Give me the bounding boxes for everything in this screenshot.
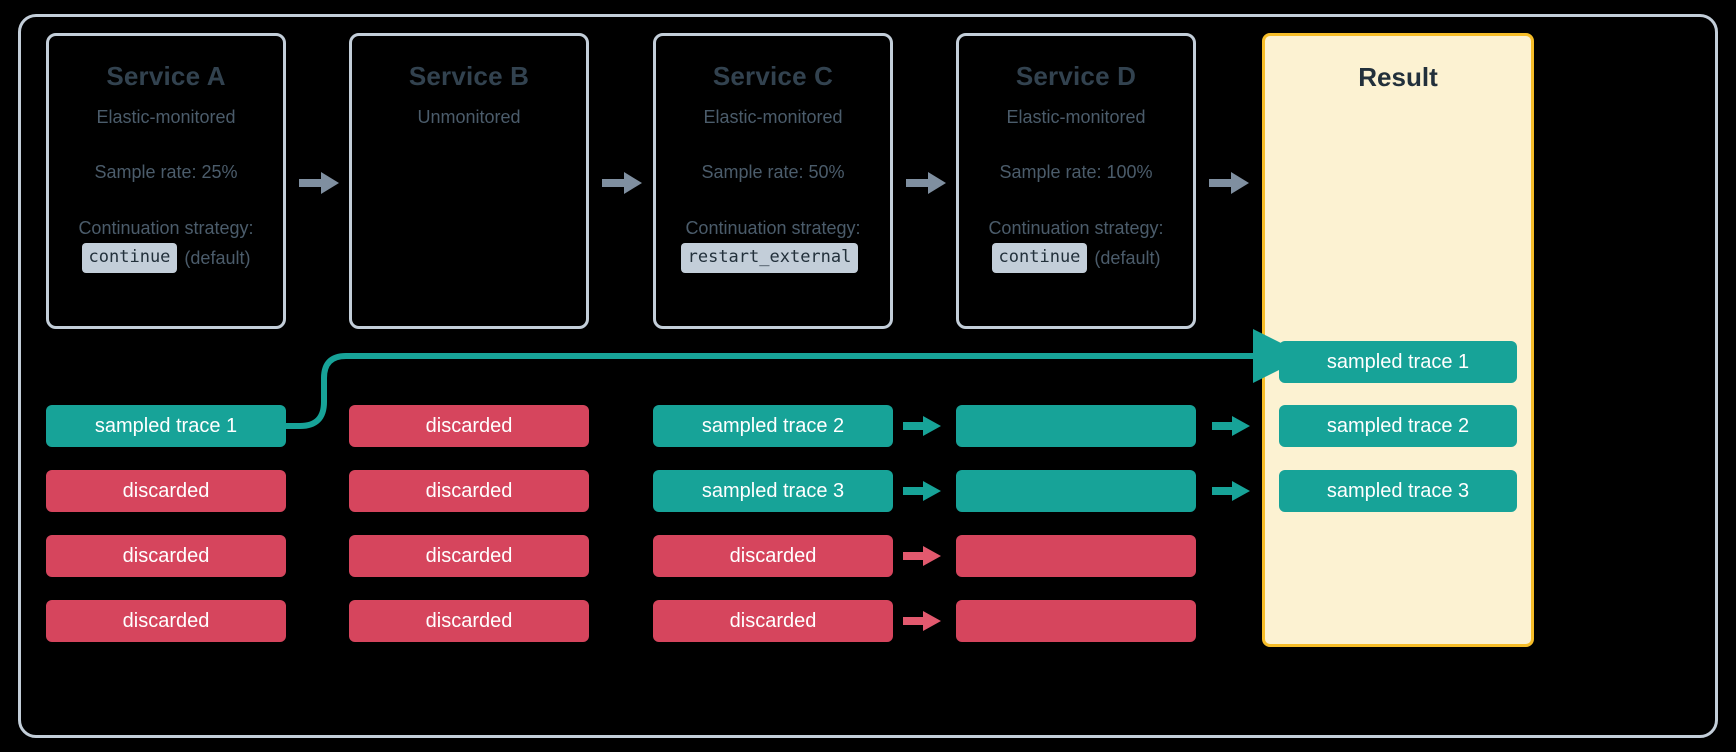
trace-box-label: discarded: [122, 479, 210, 502]
trace-box-d-1: [956, 405, 1196, 447]
service-d-monitoring: Elastic-monitored: [1006, 106, 1146, 127]
service-c-title: Service C: [712, 61, 834, 91]
service-d-strategy-note: (default): [1094, 247, 1161, 268]
trace-box-c-2: sampled trace 3: [653, 470, 893, 512]
trace-box-label: sampled trace 1: [94, 414, 238, 437]
mini-arrow-c-to-d-2-icon: [903, 481, 941, 501]
trace-box-label: discarded: [425, 544, 513, 567]
result-trace-box-1: sampled trace 1: [1279, 341, 1517, 383]
trace-box-label: sampled trace 3: [701, 479, 845, 502]
curved-connector-trace1: [283, 329, 1307, 429]
service-a-monitoring: Elastic-monitored: [96, 106, 236, 127]
service-c-strategy-row: restart_external: [656, 243, 890, 274]
result-trace-label: sampled trace 2: [1326, 414, 1470, 437]
trace-box-a-3: discarded: [46, 535, 286, 577]
trace-box-b-1: discarded: [349, 405, 589, 447]
result-panel-title: Result: [1358, 62, 1438, 92]
service-c-strategy-chip: restart_external: [680, 243, 859, 274]
result-trace-label: sampled trace 1: [1326, 350, 1470, 373]
service-b-monitoring: Unmonitored: [417, 106, 521, 127]
service-card-a: Service A Elastic-monitored Sample rate:…: [46, 33, 286, 329]
trace-box-label: discarded: [122, 609, 210, 632]
trace-box-label: sampled trace 2: [701, 414, 845, 437]
service-card-c: Service C Elastic-monitored Sample rate:…: [653, 33, 893, 329]
flow-arrow-a-to-b-icon: [299, 172, 339, 194]
trace-box-d-2: [956, 470, 1196, 512]
trace-box-d-3: [956, 535, 1196, 577]
service-c-strategy-label: Continuation strategy:: [685, 217, 861, 238]
diagram-outer-frame: [18, 14, 1718, 738]
trace-box-b-2: discarded: [349, 470, 589, 512]
mini-arrow-d-to-result-2-icon: [1212, 481, 1250, 501]
service-a-strategy-row: continue (default): [49, 243, 283, 274]
mini-arrow-c-to-d-4-icon: [903, 611, 941, 631]
service-card-d: Service D Elastic-monitored Sample rate:…: [956, 33, 1196, 329]
trace-box-label: discarded: [729, 544, 817, 567]
mini-arrow-d-to-result-1-icon: [1212, 416, 1250, 436]
service-d-sample-rate: Sample rate: 100%: [999, 161, 1153, 182]
service-a-strategy-note: (default): [184, 247, 251, 268]
trace-box-d-4: [956, 600, 1196, 642]
trace-box-label: discarded: [729, 609, 817, 632]
trace-box-label: discarded: [425, 479, 513, 502]
mini-arrow-c-to-d-3-icon: [903, 546, 941, 566]
service-card-b: Service B Unmonitored: [349, 33, 589, 329]
service-a-title: Service A: [106, 61, 226, 91]
trace-box-label: discarded: [122, 544, 210, 567]
flow-arrow-b-to-c-icon: [602, 172, 642, 194]
service-a-strategy-chip: continue: [81, 243, 178, 274]
trace-box-c-1: sampled trace 2: [653, 405, 893, 447]
trace-box-a-1: sampled trace 1: [46, 405, 286, 447]
trace-box-label: discarded: [425, 414, 513, 437]
flow-arrow-c-to-d-icon: [906, 172, 946, 194]
result-trace-box-2: sampled trace 2: [1279, 405, 1517, 447]
result-panel: Result: [1262, 33, 1534, 647]
result-trace-box-3: sampled trace 3: [1279, 470, 1517, 512]
trace-box-b-4: discarded: [349, 600, 589, 642]
trace-box-c-4: discarded: [653, 600, 893, 642]
mini-arrow-c-to-d-1-icon: [903, 416, 941, 436]
trace-box-a-4: discarded: [46, 600, 286, 642]
service-d-title: Service D: [1015, 61, 1137, 91]
trace-box-label: discarded: [425, 609, 513, 632]
result-trace-label: sampled trace 3: [1326, 479, 1470, 502]
service-d-strategy-row: continue (default): [959, 243, 1193, 274]
trace-box-c-3: discarded: [653, 535, 893, 577]
flow-arrow-d-to-result-icon: [1209, 172, 1249, 194]
trace-box-b-3: discarded: [349, 535, 589, 577]
service-a-sample-rate: Sample rate: 25%: [94, 161, 238, 182]
service-a-strategy-label: Continuation strategy:: [78, 217, 254, 238]
service-d-strategy-chip: continue: [991, 243, 1088, 274]
service-c-monitoring: Elastic-monitored: [703, 106, 843, 127]
service-d-strategy-label: Continuation strategy:: [988, 217, 1164, 238]
service-b-title: Service B: [408, 61, 530, 91]
trace-box-a-2: discarded: [46, 470, 286, 512]
service-c-sample-rate: Sample rate: 50%: [701, 161, 845, 182]
